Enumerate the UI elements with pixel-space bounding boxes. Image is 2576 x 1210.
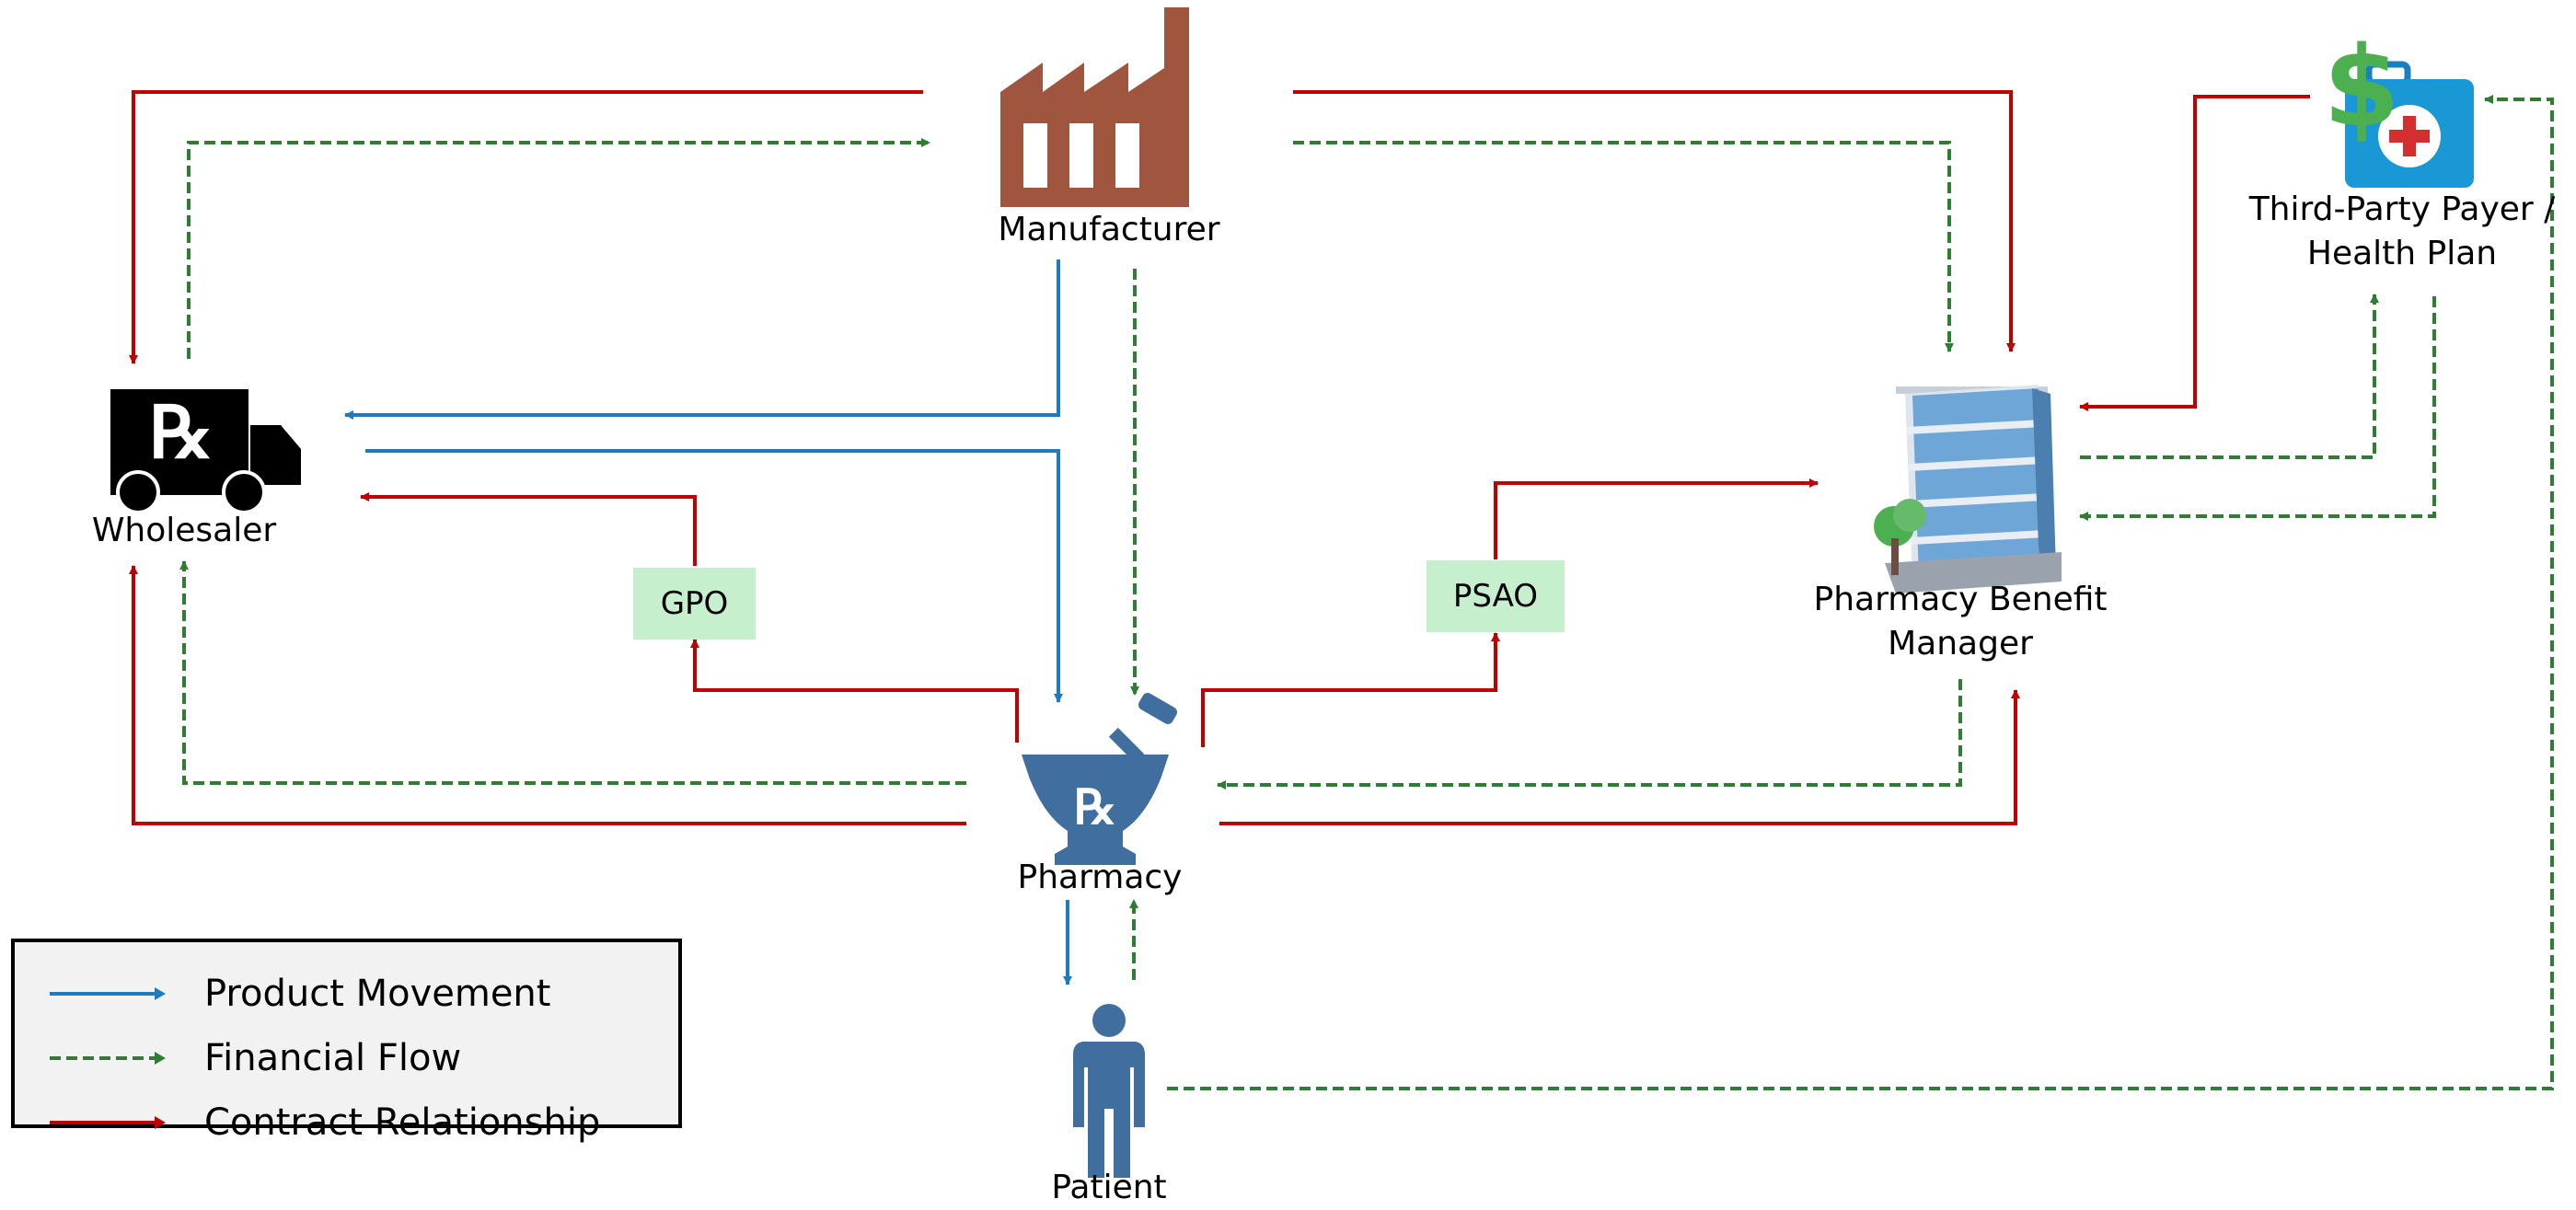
product-arrow-icon <box>50 987 166 1000</box>
financial-pbm-manufacturer-line <box>1293 141 1954 352</box>
payer-label-line2: Health Plan <box>2306 235 2498 272</box>
mortar-pestle-rx-icon: ℞ <box>1022 693 1177 865</box>
contract-manufacturer-pbm-line <box>1293 90 2016 352</box>
financial-payer-pbm-line <box>2079 296 2436 521</box>
legend-item-contract: Contract Relationship <box>48 1100 600 1146</box>
rx-truck-icon: ℞ <box>110 389 301 514</box>
contract-gpo-wholesaler-line <box>360 492 697 566</box>
svg-text:℞: ℞ <box>1074 779 1117 835</box>
legend-product-label: Product Movement <box>204 973 551 1015</box>
contract-pharmacy-gpo-line <box>690 639 1019 743</box>
contract-pharmacy-pbm-line <box>1219 689 2020 825</box>
contract-pharmacy-psao-line <box>1201 632 1500 747</box>
patient-label: Patient <box>1051 1169 1167 1206</box>
medical-bag-dollar-icon: $ <box>2323 24 2474 188</box>
person-icon <box>1073 1004 1145 1178</box>
contract-manufacturer-wholesaler-line <box>129 90 923 364</box>
legend-contract-label: Contract Relationship <box>204 1101 601 1144</box>
financial-arrow-icon <box>50 1052 166 1065</box>
psao-box: PSAO <box>1427 560 1565 632</box>
manufacturer-label: Manufacturer <box>998 211 1220 248</box>
factory-icon <box>1000 7 1189 207</box>
contract-psao-pbm-line <box>1494 478 1819 559</box>
gpo-box: GPO <box>633 568 756 640</box>
svg-text:℞: ℞ <box>149 391 214 475</box>
financial-pbm-pharmacy-line <box>1217 679 1962 789</box>
contract-pharmacy-wholesaler-line <box>129 565 966 825</box>
financial-wholesaler-manufacturer-line <box>187 138 930 359</box>
financial-patient-payer-line <box>1167 95 2554 1090</box>
svg-text:$: $ <box>2323 24 2400 152</box>
product-manufacturer-wholesaler-line <box>344 259 1060 420</box>
contract-arrow-icon <box>50 1116 166 1129</box>
contract-payer-pbm-line <box>2079 95 2310 411</box>
legend-item-product: Product Movement <box>48 971 550 1017</box>
pharmacy-label: Pharmacy <box>1017 859 1183 896</box>
payer-label-line1: Third-Party Payer / <box>2248 190 2556 228</box>
financial-pharmacy-wholesaler-line <box>179 560 966 785</box>
legend-item-financial: Financial Flow <box>48 1035 461 1081</box>
product-wholesaler-pharmacy-line <box>365 449 1063 703</box>
pbm-label-line2: Manager <box>1888 625 2033 663</box>
legend-financial-label: Financial Flow <box>204 1037 462 1079</box>
office-building-icon <box>1874 385 2062 593</box>
financial-pbm-payer-line <box>2080 294 2379 459</box>
wholesaler-label: Wholesaler <box>91 512 277 549</box>
legend: Product Movement Financial Flow Contract… <box>11 939 682 1144</box>
pbm-label-line1: Pharmacy Benefit <box>1813 581 2108 618</box>
